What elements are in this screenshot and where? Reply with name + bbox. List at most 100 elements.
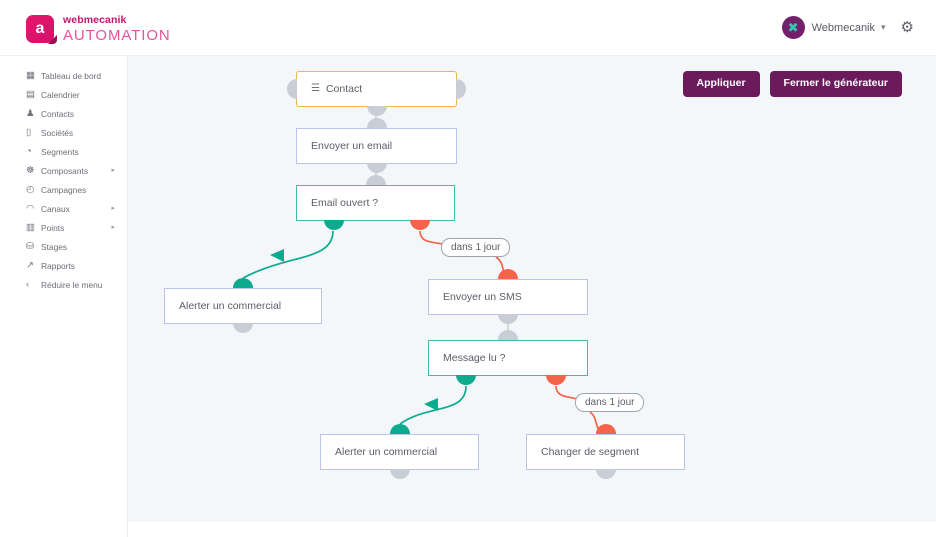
sidebar-item-label: Points (41, 222, 65, 233)
sidebar-item-points[interactable]: ▥ Points ▸ (0, 218, 127, 237)
sidebar-item-label: Rapports (41, 260, 75, 271)
connector-handle-changer-top-orange[interactable] (595, 424, 616, 434)
connector-handle-alerter1-bottom[interactable] (233, 323, 253, 333)
sidebar-item-label: Calendrier (41, 89, 80, 100)
edge-emailouvert-yes-arrow (270, 249, 284, 262)
connector-handle-email_ouvert-bottom-green[interactable] (324, 220, 344, 230)
top-bar: a webmecanik AUTOMATION ✖ Webmecanik ▾ ⚙ (0, 0, 936, 56)
logo-mark-icon: a (26, 15, 54, 43)
logo-line-1: webmecanik (63, 14, 127, 27)
connector-handle-sms-bottom[interactable] (498, 314, 518, 324)
sidebar-item-label: Contacts (41, 108, 75, 119)
sidebar-item-contacts[interactable]: ♟Contacts (0, 104, 127, 123)
account-menu[interactable]: ✖ Webmecanik ▾ ⚙ (781, 16, 914, 39)
connector-handle-alerter2-bottom[interactable] (389, 469, 410, 479)
connector-handle-email-bottom[interactable] (366, 163, 387, 173)
app-logo[interactable]: a webmecanik AUTOMATION (26, 15, 171, 43)
node-label: Email ouvert ? (311, 197, 379, 209)
node-label: Alerter un commercial (335, 446, 438, 458)
collapse-icon: ‹ (26, 278, 30, 290)
chevron-right-icon[interactable]: ▸ (111, 224, 115, 231)
sidebar-item-stages[interactable]: ⛁ Stages (0, 237, 127, 256)
sidebar-item-campagnes[interactable]: ◴ Campagnes (0, 180, 127, 199)
logo-line-2: AUTOMATION (63, 26, 171, 44)
edge-label-delay1[interactable]: dans 1 jour (441, 238, 511, 257)
node-email_ouvert[interactable]: Email ouvert ? (296, 185, 455, 221)
connector-handle-contact-bottom[interactable] (366, 106, 387, 116)
connector-handle-contact-left[interactable] (287, 79, 297, 99)
building-icon: ▯ (26, 126, 32, 138)
sidebar-item-calendrier[interactable]: ▤ Calendrier (0, 85, 127, 104)
sidebar-item-label: Segments (41, 146, 79, 157)
stages-icon: ⛁ (26, 240, 34, 252)
node-changer[interactable]: Changer de segment (526, 434, 685, 470)
edge-messagelu-yes-arrow (424, 398, 438, 411)
edge-emailouvert-yes (242, 230, 334, 279)
edge-messagelu-yes (399, 385, 467, 425)
broadcast-icon: ◠ (26, 202, 35, 214)
sidebar-nav-list: ▦ Tableau de bord ▤ Calendrier ♟Contacts ▯ Soc… (0, 66, 127, 294)
connector-handle-contact-right[interactable] (456, 79, 466, 99)
node-alerter1[interactable]: Alerter un commercial (164, 288, 322, 324)
node-email[interactable]: Envoyer un email (296, 128, 457, 164)
logo-wordmark: webmecanik AUTOMATION (63, 15, 171, 43)
connector-handle-alerter1-top-green[interactable] (233, 278, 253, 288)
connector-handle-message_lu-bottom-green[interactable] (456, 375, 476, 385)
node-label: Envoyer un email (311, 140, 393, 152)
list-icon: ☰ (311, 83, 320, 94)
node-message_lu[interactable]: Message lu ? (428, 340, 588, 376)
connector-handle-alerter2-top-green[interactable] (389, 424, 410, 434)
canvas-action-bar: Appliquer Fermer le générateur (682, 71, 902, 97)
connector-handle-changer-bottom[interactable] (595, 469, 616, 479)
sidebar-item-r-duire-le-menu[interactable]: ‹ Réduire le menu (0, 275, 127, 294)
gear-icon[interactable]: ⚙ (900, 19, 914, 36)
components-icon: ☸ (26, 164, 35, 176)
edge-label-delay2[interactable]: dans 1 jour (575, 393, 645, 412)
node-label: Changer de segment (541, 446, 640, 458)
calendar-icon: ▤ (26, 88, 35, 100)
node-label: Alerter un commercial (179, 300, 282, 312)
avatar-icon: ✖ (787, 20, 799, 35)
points-icon: ▥ (26, 221, 35, 233)
sidebar-item-composants[interactable]: ☸ Composants ▸ (0, 161, 127, 180)
sidebar-item-label: Composants (41, 165, 89, 176)
clock-icon: ◴ (26, 183, 35, 195)
sidebar-item-tableau-de-bord[interactable]: ▦ Tableau de bord (0, 66, 127, 85)
dashboard-icon: ▦ (26, 69, 35, 81)
pie-chart-icon: ◔ (26, 145, 32, 157)
campaign-canvas[interactable]: Appliquer Fermer le générateur ☰Conta (128, 56, 936, 522)
node-sms[interactable]: Envoyer un SMS (428, 279, 588, 315)
chevron-right-icon[interactable]: ▸ (111, 205, 115, 212)
close-builder-button[interactable]: Fermer le générateur (769, 71, 902, 97)
sidebar-item-label: Sociétés (41, 127, 74, 138)
logo-mark-letter: a (35, 20, 45, 37)
node-contact[interactable]: ☰ Contact (296, 71, 457, 107)
sidebar-item-rapports[interactable]: ↗ Rapports (0, 256, 127, 275)
chevron-right-icon[interactable]: ▸ (111, 167, 115, 174)
node-alerter2[interactable]: Alerter un commercial (320, 434, 479, 470)
sidebar-item-label: Canaux (41, 203, 70, 214)
sidebar-item-label: Stages (41, 241, 68, 252)
sidebar-item-soci-t-s[interactable]: ▯ Sociétés (0, 123, 127, 142)
node-label: Message lu ? (443, 352, 506, 364)
reports-icon: ↗ (26, 259, 34, 271)
connector-handle-sms-top-orange[interactable] (498, 269, 518, 279)
node-label: Envoyer un SMS (443, 291, 522, 303)
apply-button[interactable]: Appliquer (682, 71, 760, 97)
chevron-down-icon[interactable]: ▾ (881, 22, 886, 32)
connector-handle-message_lu-bottom-orange[interactable] (546, 375, 566, 385)
sidebar-item-label: Tableau de bord (41, 70, 102, 81)
sidebar-item-canaux[interactable]: ◠ Canaux ▸ (0, 199, 127, 218)
connector-handle-email_ouvert-top[interactable] (365, 175, 386, 185)
sidebar-item-segments[interactable]: ◔ Segments (0, 142, 127, 161)
sidebar-item-label: Réduire le menu (41, 279, 103, 290)
avatar[interactable]: ✖ (781, 16, 805, 39)
account-name-label: Webmecanik (811, 21, 876, 34)
connector-handle-email-top[interactable] (366, 118, 387, 128)
sidebar-item-label: Campagnes (41, 184, 87, 195)
connector-handle-email_ouvert-bottom-orange[interactable] (410, 220, 430, 230)
connector-handle-message_lu-top[interactable] (498, 330, 518, 340)
sidebar: ▦ Tableau de bord ▤ Calendrier ♟Contacts ▯ Soc… (0, 56, 128, 537)
node-label: Contact (325, 83, 363, 95)
